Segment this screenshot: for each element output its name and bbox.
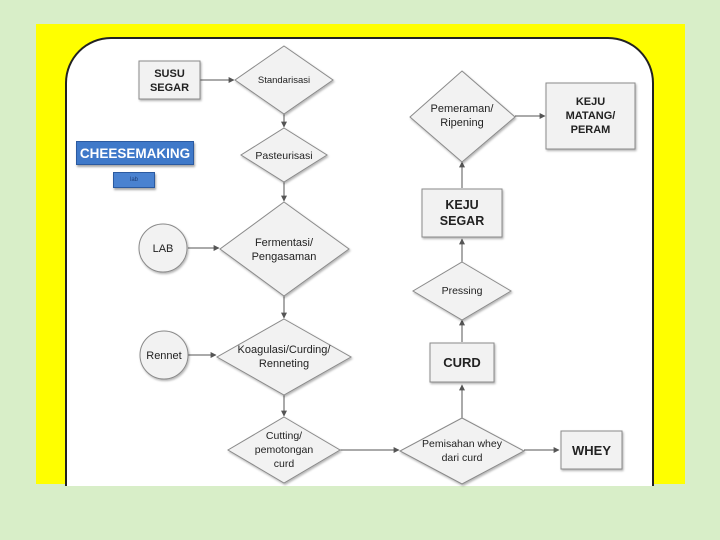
node-standarisasi: Standarisasi bbox=[234, 45, 334, 115]
keju-matang-line-3: PERAM bbox=[571, 124, 611, 136]
node-pressing: Pressing bbox=[412, 261, 512, 321]
pressing-label: Pressing bbox=[442, 285, 483, 297]
keju-matang-line-1: KEJU bbox=[576, 96, 605, 108]
pemeraman-line-2: Ripening bbox=[440, 117, 483, 129]
node-susu-segar: SUSU SEGAR bbox=[138, 60, 201, 100]
node-curd: CURD bbox=[429, 342, 495, 383]
keju-segar-line-1: KEJU bbox=[445, 198, 478, 212]
pemeraman-line-1: Pemeraman/ bbox=[431, 103, 495, 115]
fermentasi-line-1: Fermentasi/ bbox=[255, 237, 314, 249]
cutting-line-3: curd bbox=[274, 458, 295, 470]
fermentasi-line-2: Pengasaman bbox=[252, 251, 317, 263]
node-koagulasi: Koagulasi/Curding/ Renneting bbox=[215, 318, 353, 396]
node-pemeraman: Pemeraman/ Ripening bbox=[409, 70, 516, 163]
pasteurisasi-label: Pasteurisasi bbox=[255, 150, 312, 162]
pemisahan-line-2: dari curd bbox=[442, 452, 483, 464]
lab-label: LAB bbox=[153, 243, 174, 255]
pemisahan-line-1: Pemisahan whey bbox=[422, 438, 503, 450]
susu-segar-line-1: SUSU bbox=[154, 68, 185, 80]
keju-segar-line-2: SEGAR bbox=[440, 214, 484, 228]
koagulasi-line-2: Renneting bbox=[259, 358, 309, 370]
whey-label: WHEY bbox=[572, 443, 611, 458]
keju-matang-line-2: MATANG/ bbox=[566, 110, 616, 122]
rennet-label: Rennet bbox=[146, 350, 181, 362]
node-rennet: Rennet bbox=[139, 330, 189, 380]
standarisasi-label: Standarisasi bbox=[258, 75, 310, 86]
connectors bbox=[188, 77, 560, 453]
susu-segar-line-2: SEGAR bbox=[150, 82, 189, 94]
node-whey: WHEY bbox=[560, 430, 623, 470]
node-pemisahan: Pemisahan whey dari curd bbox=[398, 417, 526, 485]
node-pasteurisasi: Pasteurisasi bbox=[240, 127, 328, 183]
cutting-line-2: pemotongan bbox=[255, 444, 314, 456]
curd-label: CURD bbox=[443, 355, 481, 370]
lab-small-badge[interactable]: lab bbox=[113, 172, 155, 188]
node-lab: LAB bbox=[138, 223, 188, 273]
node-fermentasi: Fermentasi/ Pengasaman bbox=[219, 201, 350, 297]
koagulasi-line-1: Koagulasi/Curding/ bbox=[238, 344, 332, 356]
cutting-line-1: Cutting/ bbox=[266, 430, 302, 442]
node-cutting: Cutting/ pemotongan curd bbox=[227, 416, 341, 484]
node-keju-matang: KEJU MATANG/ PERAM bbox=[545, 82, 636, 150]
cheesemaking-badge[interactable]: CHEESEMAKING bbox=[76, 141, 194, 165]
node-keju-segar: KEJU SEGAR bbox=[421, 188, 503, 238]
